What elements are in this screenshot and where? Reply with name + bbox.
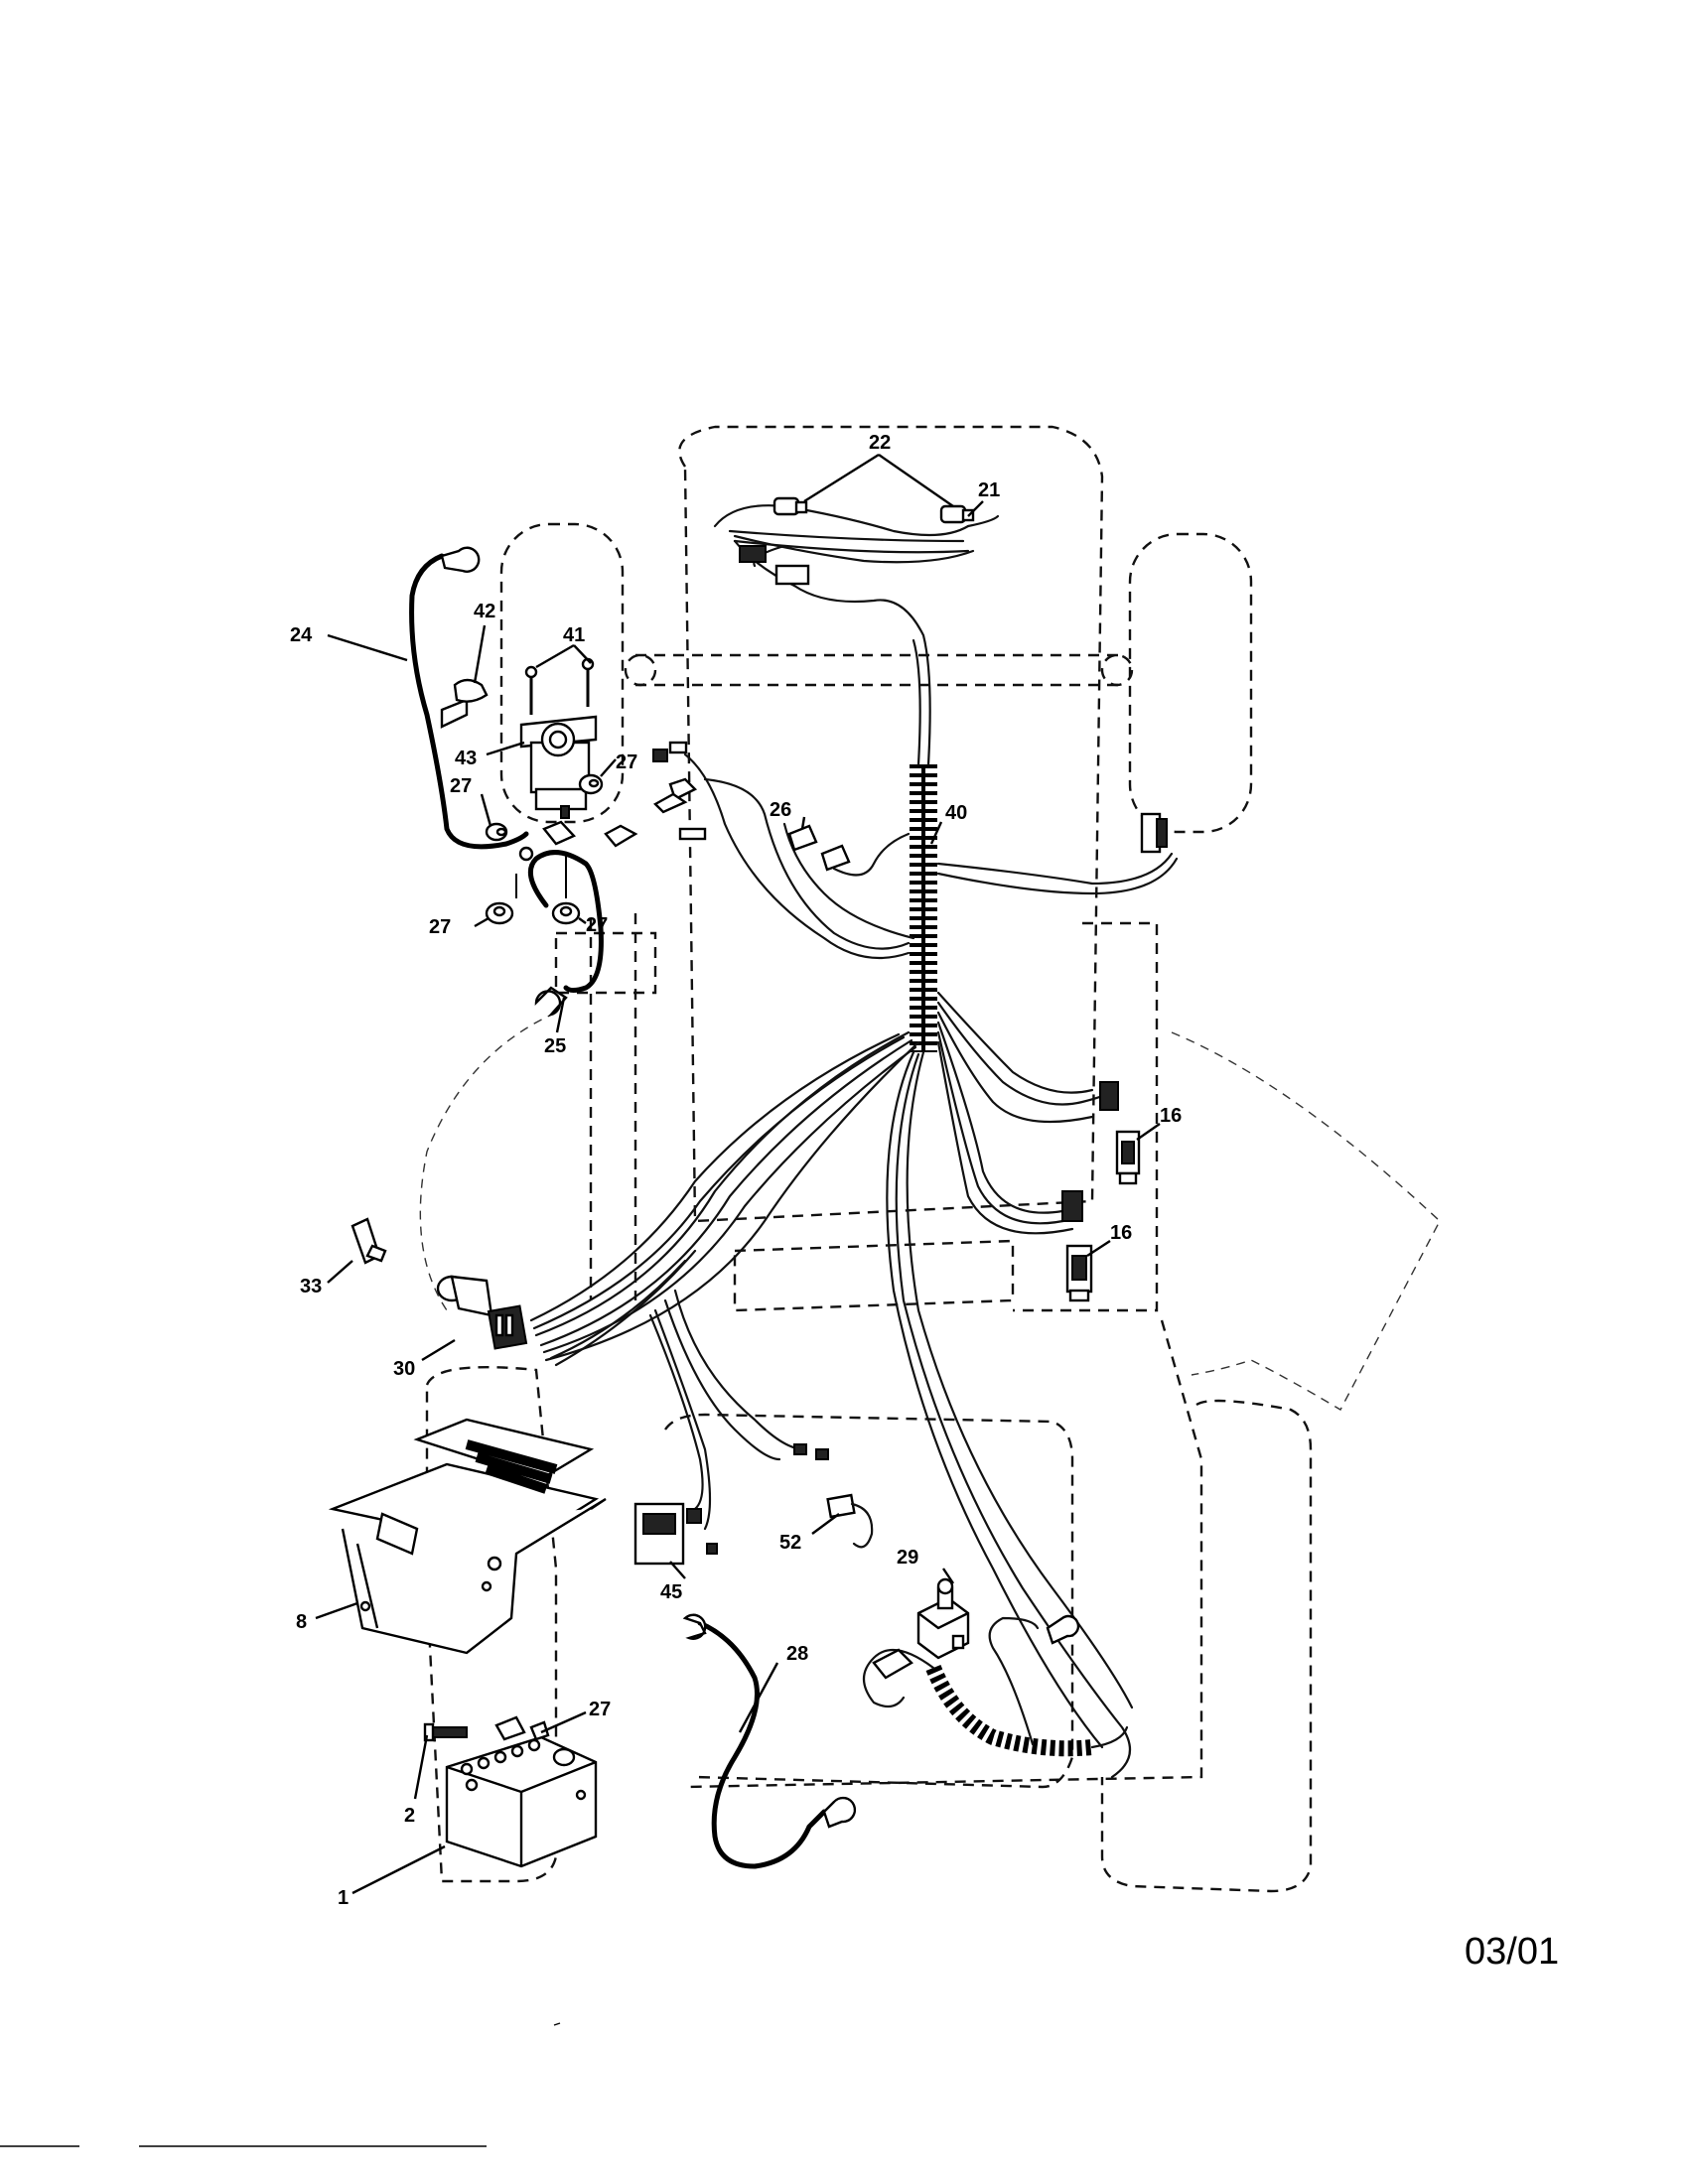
- clutch-connector: [793, 1443, 874, 1549]
- engine-outline: [419, 1012, 1441, 1411]
- headlight-bulb-left: [772, 496, 808, 516]
- callout-27-upper-right: 27: [616, 751, 637, 773]
- battery-cables: [409, 546, 604, 1018]
- callout-52: 52: [779, 1532, 801, 1554]
- callout-28: 28: [786, 1643, 808, 1665]
- callout-41: 41: [563, 624, 585, 646]
- headlight-connector-left: [739, 545, 767, 563]
- callout-25: 25: [544, 1035, 566, 1057]
- headlight-connector-right: [774, 564, 810, 586]
- callout-2: 2: [404, 1805, 415, 1827]
- callout-40: 40: [945, 802, 967, 824]
- interlock-switches: [1061, 1081, 1141, 1302]
- callout-22: 22: [869, 432, 891, 454]
- callout-42: 42: [474, 601, 495, 622]
- frame-outline: [425, 425, 1313, 1893]
- callout-27-lower-right: 27: [586, 914, 608, 936]
- callout-27-upper-left: 27: [450, 775, 472, 797]
- solenoid-boot: [453, 678, 489, 703]
- callout-labels: 22 21 42 24 41 43 27 27 26 40 27 27 25 1…: [290, 432, 1182, 1909]
- callout-45: 45: [660, 1581, 682, 1603]
- harness-terminals: [604, 741, 707, 848]
- callout-21: 21: [978, 479, 1000, 501]
- callout-16-lower: 16: [1110, 1222, 1132, 1244]
- callout-16-upper: 16: [1160, 1105, 1182, 1127]
- callout-27-battery: 27: [589, 1699, 611, 1720]
- headlight-bulb-right: [939, 504, 975, 524]
- callout-24: 24: [290, 624, 313, 646]
- fuel-connector: [1140, 812, 1168, 854]
- callout-30: 30: [393, 1358, 415, 1380]
- callout-33: 33: [300, 1276, 322, 1297]
- callout-29: 29: [897, 1547, 918, 1569]
- battery: [445, 1735, 598, 1868]
- callout-1: 1: [338, 1887, 349, 1909]
- ground-cable: [682, 1613, 857, 1869]
- callout-27-lower-left: 27: [429, 916, 451, 938]
- date-code: 03/01: [1465, 1931, 1559, 1973]
- solenoid-assembly: [440, 657, 604, 925]
- rear-harness: [862, 1616, 1129, 1757]
- pto-switch: [872, 1577, 1080, 1680]
- battery-box: [328, 1418, 607, 1655]
- hour-meter: [633, 1502, 718, 1566]
- main-harness: [529, 529, 1179, 1779]
- callout-8: 8: [296, 1611, 307, 1633]
- fuse-holder: [787, 824, 851, 872]
- leader-lines: [315, 453, 1161, 1895]
- ignition-switch: [436, 1275, 528, 1350]
- ignition-key: [351, 1217, 387, 1265]
- callout-43: 43: [455, 748, 477, 769]
- footer-rule: [0, 2022, 561, 2147]
- callout-26: 26: [770, 799, 791, 821]
- battery-hardware: [423, 1715, 550, 1742]
